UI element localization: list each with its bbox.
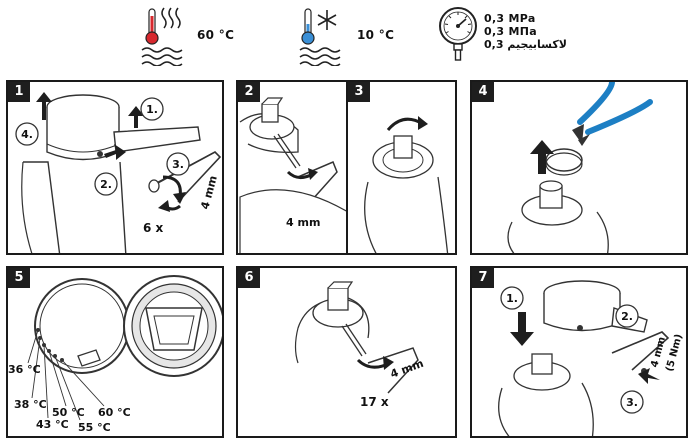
step-panel-5: 5 36 °C 38 °C 43 °C 50 °C 55 °C 60 °C (6, 266, 224, 438)
step-number-5: 5 (8, 268, 30, 288)
torque-text: 6 x (143, 221, 164, 235)
step-number-6: 6 (238, 268, 260, 288)
callout-circle-4 (15, 122, 39, 146)
callout-circle-2 (615, 304, 639, 328)
callout-3-text: 3. (626, 396, 638, 409)
step-panel-6: 6 4 mm 17 x (236, 266, 457, 438)
temp-43: 43 °C (36, 418, 69, 431)
callout-4-text: 4. (21, 128, 33, 141)
callout-2-text: 2. (621, 310, 633, 323)
hot-temp-label: 60 °C (197, 28, 235, 42)
step-3-illustration (364, 116, 449, 253)
tool-size-text: 4 mm (286, 216, 320, 229)
arrow-right-screw (104, 144, 126, 160)
pressure-label-3: 0,3 لاكسابيجيم (484, 38, 567, 51)
step-panel-4: 4 (470, 80, 688, 255)
pressure-gauge-icon (439, 7, 477, 61)
arrow-up-1 (36, 92, 52, 120)
callout-circle-2 (94, 172, 118, 196)
callout-circle-1 (140, 97, 164, 121)
step-number-4: 4 (472, 82, 494, 102)
step-1-illustration: 1. 2. 3. 4. 6 x 4 mm (15, 92, 222, 253)
callout-circle-1 (500, 286, 524, 310)
cold-temp-label: 10 °C (357, 28, 395, 42)
step-panel-1: 1 1. 2. 3. 4. 6 x 4 mm (6, 80, 224, 255)
pressure-label-2: 0,3 МПа (484, 25, 537, 38)
torque-text: 17 x (360, 395, 389, 409)
callout-1-text: 1. (146, 103, 158, 116)
step-panel-3: 3 (346, 80, 457, 255)
callout-circle-3 (620, 390, 644, 414)
arrow-up-2 (128, 106, 144, 128)
step-number-7: 7 (472, 268, 494, 288)
step-panel-2: 2 4 mm (236, 80, 348, 255)
temp-50: 50 °C (52, 406, 85, 419)
temp-55: 55 °C (78, 421, 111, 434)
step-5-illustration: 36 °C 38 °C 43 °C 50 °C 55 °C 60 °C (8, 275, 222, 434)
step-number-1: 1 (8, 82, 30, 102)
callout-2-text: 2. (100, 178, 112, 191)
temp-60: 60 °C (98, 406, 131, 419)
tool-size-text: 4 mm (198, 174, 219, 211)
callout-3-text: 3. (172, 158, 184, 171)
step-6-illustration: 4 mm 17 x (294, 281, 426, 409)
tool-size-text: 4 mm (389, 357, 426, 381)
temp-36: 36 °C (8, 363, 41, 376)
header-specs: 60 °C 10 °C 0,3 MPa 0,3 (0, 0, 695, 72)
cold-water-icon (299, 8, 341, 66)
step-2-illustration: 4 mm (239, 97, 346, 253)
hot-water-icon (141, 7, 183, 66)
step-4-illustration (507, 82, 653, 253)
step-number-3: 3 (348, 82, 370, 102)
callout-1-text: 1. (506, 292, 518, 305)
pressure-label-1: 0,3 MPa (484, 12, 536, 25)
step-7-illustration: 1. 2. 3. 4 mm (5 Nm) (498, 280, 685, 436)
step-number-2: 2 (238, 82, 260, 102)
temp-38: 38 °C (14, 398, 47, 411)
callout-circle-3 (166, 152, 190, 176)
step-panel-7: 7 1. 2. 3. 4 mm (5 Nm) (470, 266, 688, 438)
